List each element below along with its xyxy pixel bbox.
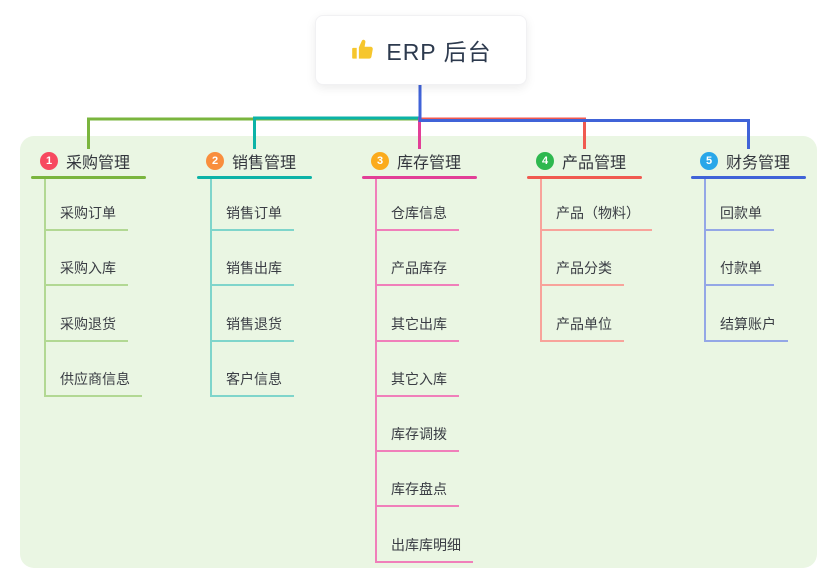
child-node[interactable]: 其它入库 [375,367,459,397]
child-node[interactable]: 其它出库 [375,312,459,342]
child-node[interactable]: 采购退货 [44,312,128,342]
branch-node-5[interactable]: 5 财务管理 [691,146,806,179]
child-node[interactable]: 采购订单 [44,201,128,231]
child-node[interactable]: 付款单 [704,256,774,287]
branch-label: 库存管理 [397,155,462,172]
branch-label: 销售管理 [232,155,297,172]
branch-underline [691,176,806,179]
child-node[interactable]: 产品分类 [540,256,624,287]
child-node[interactable]: 产品（物料） [540,201,652,231]
child-node[interactable]: 销售订单 [210,201,294,231]
root-node-label: ERP 后台 [386,39,492,65]
branch-trunk-line [210,179,212,397]
branch-underline [362,176,477,179]
child-node[interactable]: 产品库存 [375,256,459,287]
branch-underline [31,176,146,179]
branch-trunk-line [704,179,706,342]
branch-label: 采购管理 [66,155,131,172]
child-node[interactable]: 客户信息 [210,367,294,397]
child-node[interactable]: 销售出库 [210,256,294,287]
child-node[interactable]: 结算账户 [704,312,788,342]
branch-label: 财务管理 [726,155,791,172]
branch-node-4[interactable]: 4 产品管理 [527,146,642,179]
branch-trunk-line [375,179,377,563]
branch-number-badge: 1 [40,152,58,170]
branch-number-badge: 3 [371,152,389,170]
child-node[interactable]: 供应商信息 [44,367,142,397]
root-node-erp[interactable]: ERP 后台 [315,15,527,85]
child-node[interactable]: 采购入库 [44,256,128,287]
branch-node-3[interactable]: 3 库存管理 [362,146,477,179]
child-node[interactable]: 回款单 [704,201,774,231]
child-node[interactable]: 产品单位 [540,312,624,342]
branch-trunk-line [44,179,46,397]
thumbs-up-icon [352,39,374,59]
child-node[interactable]: 仓库信息 [375,201,459,231]
branch-underline [527,176,642,179]
branch-underline [197,176,312,179]
branch-trunk-line [540,179,542,342]
branch-number-badge: 5 [700,152,718,170]
branch-number-badge: 2 [206,152,224,170]
child-node[interactable]: 库存调拨 [375,422,459,452]
branches-panel [20,136,817,568]
child-node[interactable]: 库存盘点 [375,477,459,508]
branch-number-badge: 4 [536,152,554,170]
branch-node-1[interactable]: 1 采购管理 [31,146,146,179]
branch-node-2[interactable]: 2 销售管理 [197,146,312,179]
child-node[interactable]: 销售退货 [210,312,294,342]
child-node[interactable]: 出库库明细 [375,533,473,563]
branch-label: 产品管理 [562,155,627,172]
